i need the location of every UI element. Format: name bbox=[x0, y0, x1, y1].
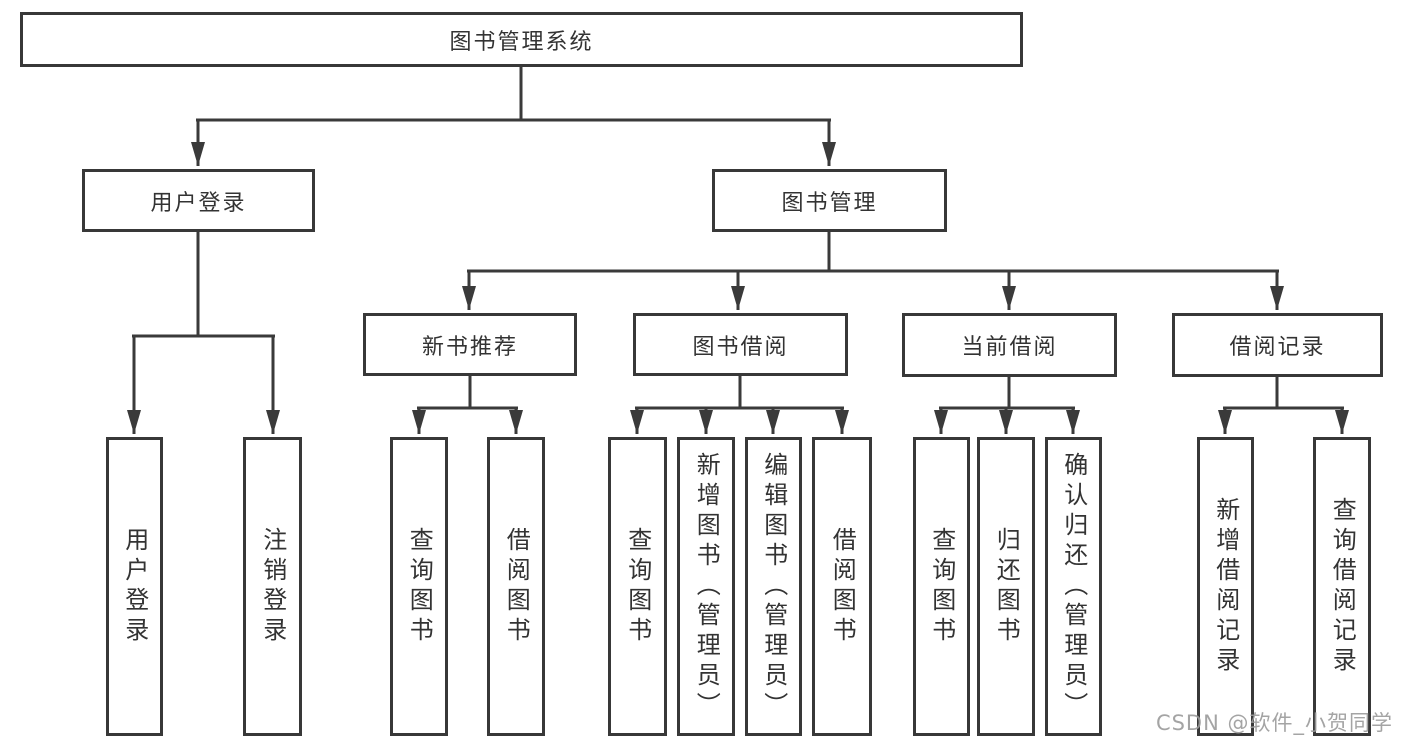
node-label: 当前借阅 bbox=[961, 335, 1058, 360]
node-label: 用户登录 bbox=[150, 190, 247, 216]
node-label: 图书管理系统 bbox=[449, 29, 594, 55]
node-label: 借阅记录 bbox=[1229, 335, 1326, 360]
leaf-return-books: 归还图书 bbox=[977, 437, 1035, 736]
node-label: 查询图书 bbox=[405, 526, 434, 647]
node-label: 新增图书（管理员） bbox=[692, 451, 721, 722]
node-book-borrowing: 图书借阅 bbox=[633, 313, 848, 376]
node-label: 查询图书 bbox=[927, 526, 956, 647]
leaf-user-login: 用户登录 bbox=[106, 437, 163, 736]
node-user-login-branch: 用户登录 bbox=[82, 169, 315, 232]
leaf-recommend-borrow-books: 借阅图书 bbox=[487, 437, 545, 736]
leaf-add-books-admin: 新增图书（管理员） bbox=[677, 437, 735, 736]
leaf-borrowing-borrow-books: 借阅图书 bbox=[812, 437, 872, 736]
leaf-logout-login: 注销登录 bbox=[243, 437, 302, 736]
node-label: 确认归还（管理员） bbox=[1059, 451, 1088, 722]
node-library-management-system: 图书管理系统 bbox=[20, 12, 1023, 67]
node-borrowing-records: 借阅记录 bbox=[1172, 313, 1383, 377]
node-label: 编辑图书（管理员） bbox=[759, 451, 788, 722]
node-new-book-recommend: 新书推荐 bbox=[363, 313, 577, 376]
node-label: 借阅图书 bbox=[502, 526, 531, 647]
node-book-management: 图书管理 bbox=[712, 169, 947, 232]
node-label: 查询图书 bbox=[623, 526, 652, 647]
node-label: 查询借阅记录 bbox=[1328, 496, 1357, 677]
node-label: 新书推荐 bbox=[421, 334, 518, 360]
node-label: 归还图书 bbox=[992, 526, 1021, 647]
leaf-add-borrow-record: 新增借阅记录 bbox=[1197, 437, 1254, 736]
node-label: 注销登录 bbox=[258, 526, 287, 647]
leaf-recommend-query-books: 查询图书 bbox=[390, 437, 448, 736]
leaf-edit-books-admin: 编辑图书（管理员） bbox=[745, 437, 802, 736]
node-label: 图书管理 bbox=[781, 190, 878, 216]
node-current-borrowing: 当前借阅 bbox=[902, 313, 1117, 377]
node-label: 借阅图书 bbox=[828, 526, 857, 647]
csdn-watermark: CSDN @软件_小贺同学 bbox=[1155, 711, 1393, 735]
node-label: 用户登录 bbox=[120, 526, 149, 647]
node-label: 新增借阅记录 bbox=[1211, 496, 1240, 677]
leaf-query-borrow-record: 查询借阅记录 bbox=[1313, 437, 1371, 736]
leaf-current-query-books: 查询图书 bbox=[913, 437, 970, 736]
leaf-borrowing-query-books: 查询图书 bbox=[608, 437, 667, 736]
node-label: 图书借阅 bbox=[692, 334, 789, 360]
leaf-confirm-return-admin: 确认归还（管理员） bbox=[1045, 437, 1102, 736]
